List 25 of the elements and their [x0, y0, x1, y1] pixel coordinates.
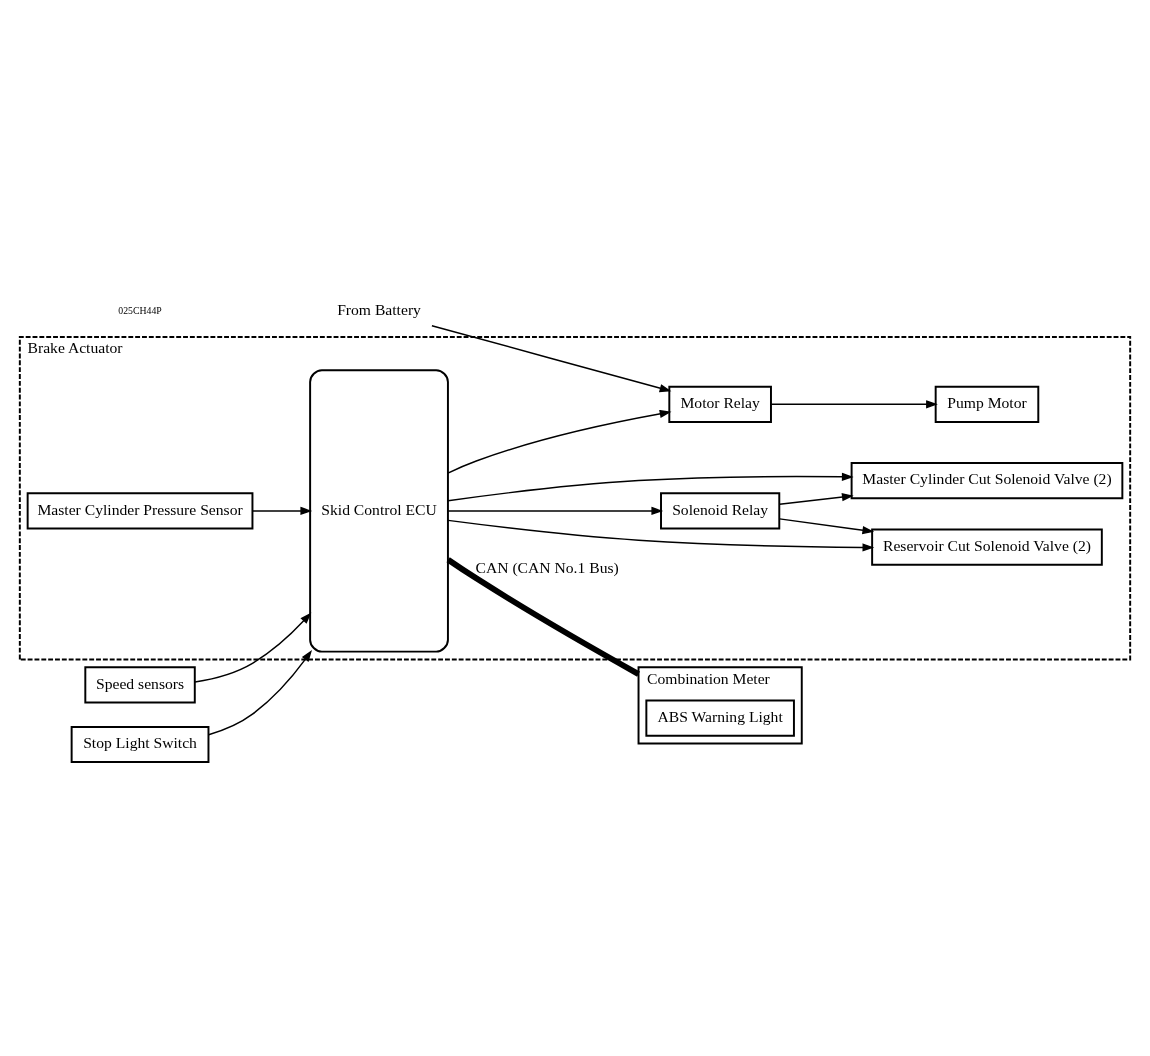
arrow [770, 400, 938, 409]
node-text: From Battery [337, 301, 421, 319]
arrow [447, 409, 672, 474]
arrow [447, 472, 854, 502]
node-box: Pump Motor [934, 385, 1040, 423]
arrow [207, 649, 312, 736]
connector [446, 557, 640, 677]
node-box: Stop Light Switch [70, 725, 210, 764]
arrow [447, 519, 875, 552]
edge-label: CAN (CAN No.1 Bus) [475, 559, 619, 577]
node-box: Motor Relay [668, 385, 772, 423]
arrow [251, 506, 313, 515]
arrow [194, 612, 312, 683]
node-box: Master Cylinder Cut Solenoid Valve (2) [850, 462, 1124, 500]
node-box: Skid Control ECU [309, 369, 449, 653]
arrow [447, 506, 664, 515]
node-box: Speed sensors [84, 666, 196, 704]
arrow [431, 324, 672, 393]
arrow [778, 493, 854, 505]
arrow [778, 518, 875, 535]
label: 025CH44P [118, 304, 162, 316]
node-box: Solenoid Relay [660, 492, 781, 530]
node-box: ABS Warning Light [645, 699, 795, 737]
node-box: Master Cylinder Pressure Sensor [26, 492, 254, 530]
node-box: Reservoir Cut Solenoid Valve (2) [871, 528, 1103, 566]
